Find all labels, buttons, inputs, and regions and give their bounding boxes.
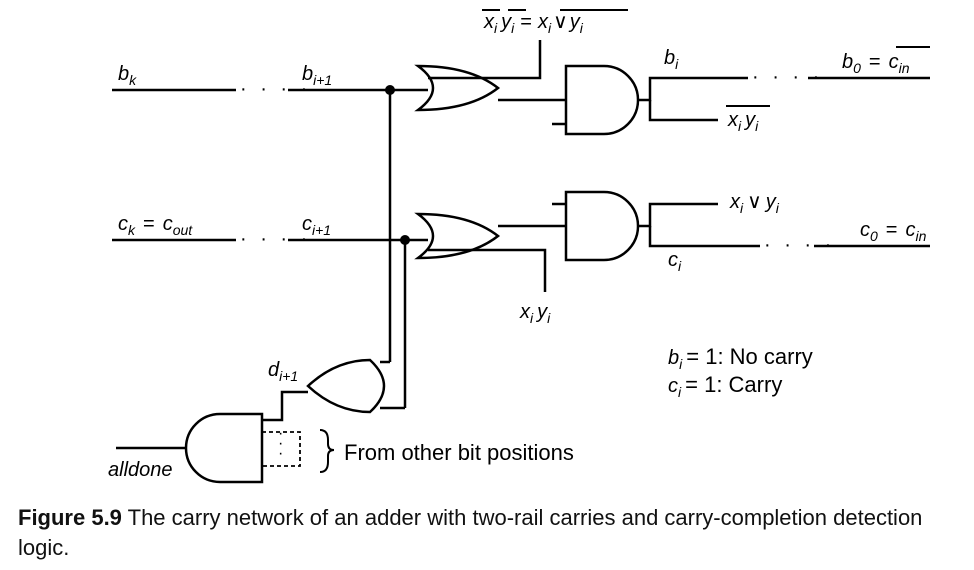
other-inputs-vdots-3: · — [278, 445, 283, 462]
other-inputs-vdots-2: · — [278, 435, 283, 452]
other-inputs-brace — [319, 429, 335, 473]
c-row: · · · · ck=cout ci+1 · · · · xi∨yi c0=ci… — [112, 190, 930, 326]
xi-or-yi-label: xi∨yi — [729, 191, 780, 216]
bk-ellipsis: · · · · — [240, 78, 311, 100]
top-or-gate — [414, 64, 501, 112]
ci-label: ci — [668, 249, 682, 274]
bi1-label: bi+1 — [302, 63, 332, 88]
top-and-gate — [564, 64, 640, 136]
di1-wire — [262, 390, 308, 422]
middle-or-gate — [414, 212, 501, 260]
figure-label: Figure 5.9 — [18, 505, 122, 530]
ci1-label: ci+1 — [302, 213, 331, 238]
di1-label: di+1 — [268, 359, 298, 384]
legend-b: bi= 1: No carry — [668, 344, 813, 372]
bi-label: bi — [664, 47, 679, 72]
middle-or-input-wire — [428, 248, 547, 292]
ck-ellipsis: · · · · — [240, 228, 311, 250]
top-or-input-wire — [428, 40, 542, 80]
xiyi-bar-branch — [648, 100, 718, 122]
bi-ellipsis: · · · · — [752, 66, 823, 88]
alldone-and-gate — [184, 412, 264, 484]
other-inputs-box — [261, 431, 301, 467]
b0-cin-label: b0=cin — [842, 51, 910, 76]
other-inputs-vdots: · — [278, 425, 283, 442]
xi-or-yi-branch — [638, 202, 718, 228]
bi-output-wire — [638, 76, 748, 102]
alldone-label: alldone — [108, 459, 173, 481]
completion-or-gate — [306, 358, 386, 414]
middle-and-gate — [564, 190, 640, 262]
legend-c: ci= 1: Carry — [668, 372, 782, 400]
ck-cout-label: ck=cout — [118, 213, 193, 238]
ci-ellipsis: · · · · — [764, 234, 835, 256]
figure-caption: Figure 5.9 The carry network of an adder… — [18, 503, 958, 563]
c0-cin-label: c0=cin — [860, 219, 927, 244]
bk-label: bk — [118, 63, 137, 88]
from-other-label: From other bit positions — [344, 440, 574, 465]
caption-text: The carry network of an adder with two-r… — [18, 505, 923, 560]
ci-output-wire — [648, 226, 760, 248]
